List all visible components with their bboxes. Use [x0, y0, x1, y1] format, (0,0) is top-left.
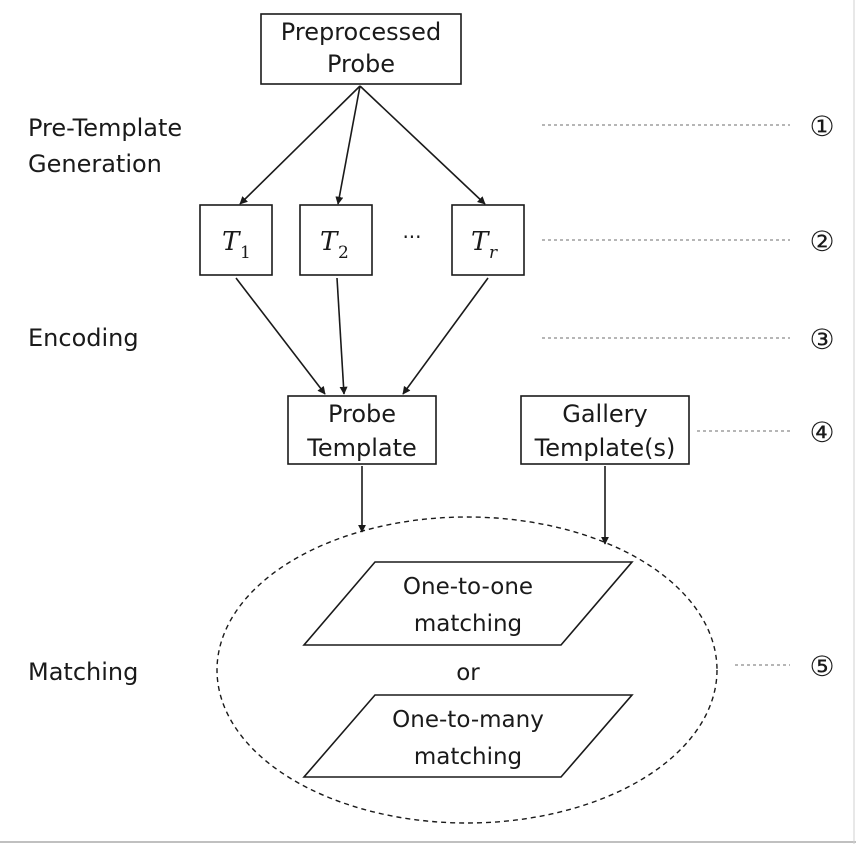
tr-label: T [471, 227, 490, 257]
arrow-probe-to-t1 [239, 85, 361, 205]
t1-label: T [222, 227, 241, 257]
stage-label-pre-template-line1: Pre-Template [28, 114, 182, 142]
tr-subscript: r [489, 243, 498, 263]
probe-template-box: Probe Template [287, 395, 437, 465]
t2-subscript: 2 [338, 243, 349, 263]
gallery-template-line2: Template(s) [534, 434, 676, 462]
template-t2-box: T 2 [299, 204, 373, 276]
preprocessed-probe-box: Preprocessed Probe [260, 13, 462, 85]
stage-marker-3: ③ [809, 323, 834, 356]
stage-marker-4: ④ [809, 416, 834, 449]
one-to-many-line1: One-to-many [392, 707, 544, 733]
stage-label-matching: Matching [28, 658, 138, 686]
stage-marker-2: ② [809, 225, 834, 258]
gallery-template-line1: Gallery [562, 400, 647, 428]
matching-ellipse [216, 516, 718, 824]
one-to-many-line2: matching [414, 744, 522, 770]
one-to-many-matching-shape: One-to-many matching [302, 694, 634, 778]
preprocessed-probe-line2: Probe [327, 50, 395, 78]
stage-label-pre-template-line2: Generation [28, 150, 162, 178]
one-to-one-line1: One-to-one [403, 574, 533, 600]
one-to-one-line2: matching [414, 611, 522, 637]
arrow-tr-to-probe-template [402, 277, 489, 395]
t1-subscript: 1 [240, 243, 251, 263]
template-t1-box: T 1 [199, 204, 273, 276]
probe-template-line1: Probe [328, 400, 396, 428]
one-to-one-matching-shape: One-to-one matching [302, 561, 634, 646]
arrow-t2-to-probe-template [336, 277, 348, 395]
or-label: or [456, 660, 480, 686]
preprocessed-probe-line1: Preprocessed [281, 18, 441, 46]
gallery-template-box: Gallery Template(s) [520, 395, 690, 465]
stage-marker-5: ⑤ [809, 650, 834, 683]
t2-label: T [320, 227, 339, 257]
probe-template-line2: Template [306, 434, 417, 462]
template-ellipsis: ··· [402, 225, 421, 249]
arrow-probe-to-tr [359, 85, 486, 205]
stage-marker-1: ① [809, 110, 834, 143]
arrow-probe-to-t2 [335, 85, 361, 205]
stage-label-encoding: Encoding [28, 324, 139, 352]
template-tr-box: T r [451, 204, 525, 276]
arrow-t1-to-probe-template [235, 277, 326, 395]
